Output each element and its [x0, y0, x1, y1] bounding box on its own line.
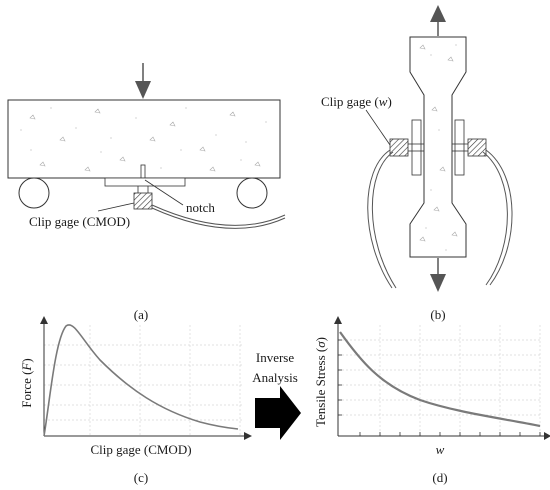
ticks-d [338, 339, 541, 436]
w-axis-label: w [436, 442, 445, 457]
notch-label: notch [186, 200, 215, 215]
panel-d-tag: (d) [432, 470, 447, 485]
knife-edge [104, 177, 186, 187]
inverse-label: Inverse [256, 350, 294, 365]
panel-c: Force (F) Clip gage (CMOD) (c) [19, 316, 252, 485]
cmod-axis-label: Clip gage (CMOD) [90, 442, 191, 457]
load-arrow-down [135, 63, 151, 99]
left-support [18, 177, 50, 209]
panel-d: Tensile Stress (σ) w (d) [313, 316, 550, 485]
force-cmod-curve [43, 324, 239, 437]
tension-arrow-up [430, 5, 446, 36]
dogbone-specimen [409, 36, 467, 258]
dogbone-aggregate [419, 44, 458, 251]
tension-arrow-down [430, 258, 446, 292]
panel-c-tag: (c) [134, 470, 148, 485]
notch [140, 164, 146, 179]
panel-b: Clip gage (w) (b) [321, 5, 513, 322]
block-arrow-right [255, 386, 301, 440]
cable-left [367, 149, 393, 289]
gage-frame-right [454, 119, 465, 176]
stress-axis-label: Tensile Stress (σ) [313, 337, 328, 427]
aggregate-texture [20, 107, 267, 172]
force-axis-label: Force (F) [19, 358, 34, 407]
panel-a-tag: (a) [134, 307, 148, 322]
gage-frame-left [411, 119, 422, 176]
clip-gage-left [389, 138, 409, 157]
analysis-label: Analysis [252, 370, 298, 385]
clip-gage-right [467, 138, 487, 157]
clip-gage-w-label: Clip gage (w) [321, 94, 392, 109]
clip-gage-cmod-label: Clip gage (CMOD) [29, 214, 130, 229]
right-support [236, 177, 268, 209]
grid-d [338, 325, 542, 436]
axes-d [334, 316, 550, 440]
tension-softening-curve [339, 331, 541, 428]
cable-right [485, 149, 513, 286]
panel-b-tag: (b) [430, 307, 445, 322]
clip-gage-cmod [133, 192, 153, 210]
grid-c [44, 325, 242, 436]
axes-c [40, 316, 252, 440]
clip-gage-cable [151, 204, 286, 226]
inverse-analysis-arrow: Inverse Analysis [252, 350, 301, 440]
panel-a: notch Clip gage (CMOD) (a) [7, 63, 286, 322]
